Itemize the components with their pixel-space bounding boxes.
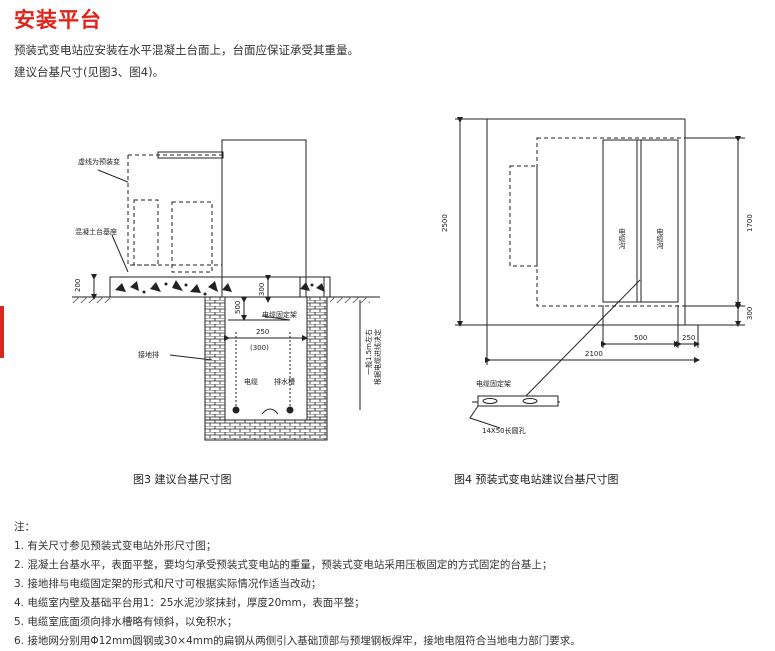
label-drain-groove: 排水槽 — [274, 377, 295, 386]
dim-2500: 2500 — [441, 214, 449, 232]
note-item: 4. 电缆室内壁及基础平台用1：25水泥沙浆抹封，厚度20mm，表面平整； — [14, 597, 365, 609]
label-concrete-base: 混凝土台基座 — [75, 227, 117, 236]
label-slope-note-2: 根据电缆进线决定 — [373, 329, 382, 385]
figure3-labels: 虚线为预装变 混凝土台基座 接地排 电缆固定架 电缆 排水槽 一般1.5m左右 … — [74, 157, 382, 386]
label-grounding-bar: 接地排 — [138, 350, 159, 359]
dim-500: 500 — [634, 334, 647, 342]
page-title: 安装平台 — [14, 8, 102, 32]
label-trench-right: 电缆沟 — [656, 227, 664, 250]
note-item: 3. 接地排与电缆固定架的形式和尺寸可根据实际情况作适当改动； — [14, 578, 322, 590]
label-cable-bracket: 电缆固定架 — [262, 310, 297, 319]
dim-250: 250 — [682, 334, 695, 342]
label-cable-bracket-4: 电缆固定架 — [476, 379, 511, 388]
dim-500: 500 — [234, 301, 242, 314]
label-dashed-box: 虚线为预装变 — [78, 157, 120, 166]
dim-200: 200 — [74, 279, 82, 292]
label-slope-note-1: 一般1.5m左右 — [364, 329, 373, 375]
note-item: 1. 有关尺寸参见预装式变电站外形尺寸图； — [14, 540, 217, 552]
label-slot-hole: 14X50长圆孔 — [482, 426, 526, 435]
dim-300-paren: (300) — [250, 344, 269, 352]
figure3-caption: 图3 建议台基尺寸图 — [133, 473, 232, 486]
dim-250: 250 — [256, 328, 269, 336]
dim-2100: 2100 — [585, 350, 603, 358]
side-accent-bar — [0, 306, 4, 358]
note-item: 5. 电缆室底面须向排水槽略有倾斜，以免积水； — [14, 616, 238, 628]
notes-section: 注： 1. 有关尺寸参见预装式变电站外形尺寸图； 2. 混凝土台基水平，表面平整… — [14, 518, 581, 651]
label-cable: 电缆 — [244, 377, 258, 386]
figure4-labels: 2500 1700 300 500 250 2100 电缆沟 电缆沟 电缆固定架… — [441, 214, 754, 435]
dim-1700: 1700 — [746, 214, 754, 232]
intro-line-1: 预装式变电站应安装在水平混凝土台面上，台面应保证承受其重量。 — [14, 43, 359, 57]
dim-300: 300 — [258, 283, 266, 296]
dim-300: 300 — [746, 307, 754, 320]
figure4-caption: 图4 预装式变电站建议台基尺寸图 — [454, 473, 619, 486]
note-item: 2. 混凝土台基水平，表面平整，要均匀承受预装式变电站的重量，预装式变电站采用压… — [14, 559, 553, 571]
figure3-drawing — [72, 139, 380, 441]
label-trench-left: 电缆沟 — [618, 227, 626, 250]
intro-line-2: 建议台基尺寸(见图3、图4)。 — [14, 65, 165, 79]
notes-heading: 注： — [14, 521, 35, 533]
note-item: 6. 接地网分别用Φ12mm圆钢或30×4mm的扁钢从两侧引入基础顶部与预埋钢板… — [14, 635, 581, 647]
figure4-drawing — [455, 117, 745, 429]
